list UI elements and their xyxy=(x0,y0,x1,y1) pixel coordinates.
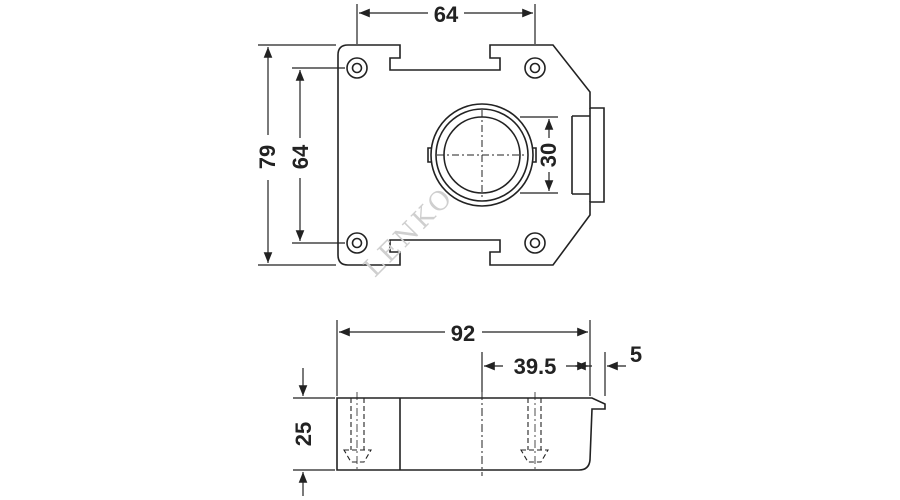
watermark: LENKO xyxy=(358,181,460,283)
dim-width-label: 64 xyxy=(434,2,459,27)
screw-hole-top-left xyxy=(346,57,368,79)
screw-hole-bottom-left xyxy=(346,232,368,254)
screw-hole-bottom-right xyxy=(524,232,546,254)
body-outline xyxy=(336,397,606,471)
dim-height-lines xyxy=(293,368,335,496)
dim-inner-height-label: 64 xyxy=(288,144,313,169)
dim-bore-label: 30 xyxy=(536,143,561,167)
screw-right-hidden xyxy=(520,398,549,463)
side-view xyxy=(293,320,626,496)
dim-outer-height-label: 79 xyxy=(255,145,280,169)
screw-left-hidden xyxy=(343,398,372,463)
cylinder-bore xyxy=(427,103,537,207)
dim-inner-height-lines xyxy=(292,67,345,244)
top-view xyxy=(258,4,605,266)
screw-hole-top-right xyxy=(524,57,546,79)
dim-lip-label: 5 xyxy=(630,342,642,367)
dim-width-lines xyxy=(356,4,536,44)
dim-height-label: 25 xyxy=(291,422,316,446)
side-profile-inner xyxy=(571,108,591,202)
dim-length-label: 92 xyxy=(451,321,475,346)
dim-outer-height-lines xyxy=(258,44,336,266)
dim-lip-lines xyxy=(575,352,626,396)
plate-outline xyxy=(337,44,605,266)
dim-length-lines xyxy=(336,320,591,396)
dim-bore-lines xyxy=(520,116,558,194)
dim-offset-label: 39.5 xyxy=(514,354,557,379)
